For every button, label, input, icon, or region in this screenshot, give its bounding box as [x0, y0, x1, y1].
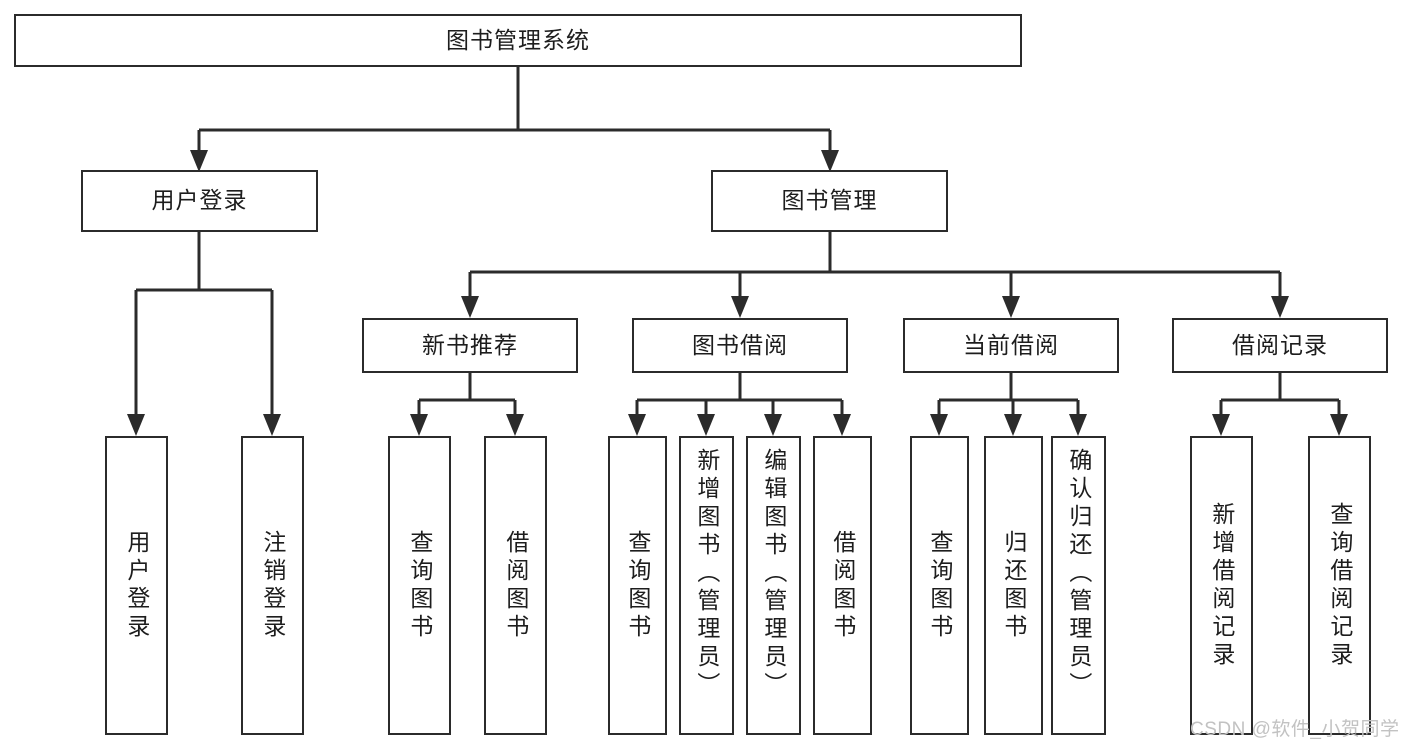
node-leaf-add-book-admin[interactable]: 新增图书（管理员）: [679, 436, 734, 735]
node-leaf-query-book-new[interactable]: 查询图书: [388, 436, 451, 735]
node-leaf-query-book-borrow[interactable]: 查询图书: [608, 436, 667, 735]
node-book-management-label: 图书管理: [781, 187, 878, 214]
node-leaf-add-borrow-record-label: 新增借阅记录: [1208, 501, 1235, 670]
node-book-borrow[interactable]: 图书借阅: [632, 318, 848, 373]
node-borrow-record[interactable]: 借阅记录: [1172, 318, 1388, 373]
node-leaf-borrow-book-new[interactable]: 借阅图书: [484, 436, 547, 735]
node-leaf-query-book-new-label: 查询图书: [406, 529, 433, 642]
node-leaf-query-borrow-record-label: 查询借阅记录: [1326, 501, 1353, 670]
node-leaf-logout-label: 注销登录: [259, 529, 286, 642]
node-user-login[interactable]: 用户登录: [81, 170, 318, 232]
node-new-book-recommend-label: 新书推荐: [422, 331, 518, 358]
node-leaf-edit-book-admin[interactable]: 编辑图书（管理员）: [746, 436, 801, 735]
node-leaf-return-book-label: 归还图书: [1000, 529, 1027, 642]
node-current-borrow-label: 当前借阅: [963, 331, 1059, 358]
node-leaf-query-book-borrow-label: 查询图书: [624, 529, 651, 642]
node-leaf-borrow-book[interactable]: 借阅图书: [813, 436, 872, 735]
node-borrow-record-label: 借阅记录: [1232, 331, 1328, 358]
node-leaf-edit-book-admin-label: 编辑图书（管理员）: [760, 448, 787, 700]
node-leaf-confirm-return-admin-label: 确认归还（管理员）: [1065, 448, 1092, 700]
node-leaf-add-book-admin-label: 新增图书（管理员）: [693, 448, 720, 700]
node-leaf-user-login[interactable]: 用户登录: [105, 436, 168, 735]
node-book-management[interactable]: 图书管理: [711, 170, 948, 232]
node-leaf-return-book[interactable]: 归还图书: [984, 436, 1043, 735]
node-leaf-add-borrow-record[interactable]: 新增借阅记录: [1190, 436, 1253, 735]
node-user-login-label: 用户登录: [151, 187, 248, 214]
node-root-label: 图书管理系统: [446, 26, 590, 53]
node-leaf-query-borrow-record[interactable]: 查询借阅记录: [1308, 436, 1371, 735]
node-book-borrow-label: 图书借阅: [692, 331, 788, 358]
node-new-book-recommend[interactable]: 新书推荐: [362, 318, 578, 373]
node-leaf-borrow-book-label: 借阅图书: [829, 529, 856, 642]
node-leaf-confirm-return-admin[interactable]: 确认归还（管理员）: [1051, 436, 1106, 735]
node-leaf-query-book-current-label: 查询图书: [926, 529, 953, 642]
node-leaf-query-book-current[interactable]: 查询图书: [910, 436, 969, 735]
node-root[interactable]: 图书管理系统: [14, 14, 1022, 67]
node-leaf-borrow-book-new-label: 借阅图书: [502, 529, 529, 642]
node-leaf-logout[interactable]: 注销登录: [241, 436, 304, 735]
node-current-borrow[interactable]: 当前借阅: [903, 318, 1119, 373]
csdn-watermark: CSDN @软件_小贺同学: [1190, 719, 1400, 740]
node-leaf-user-login-label: 用户登录: [123, 529, 150, 642]
